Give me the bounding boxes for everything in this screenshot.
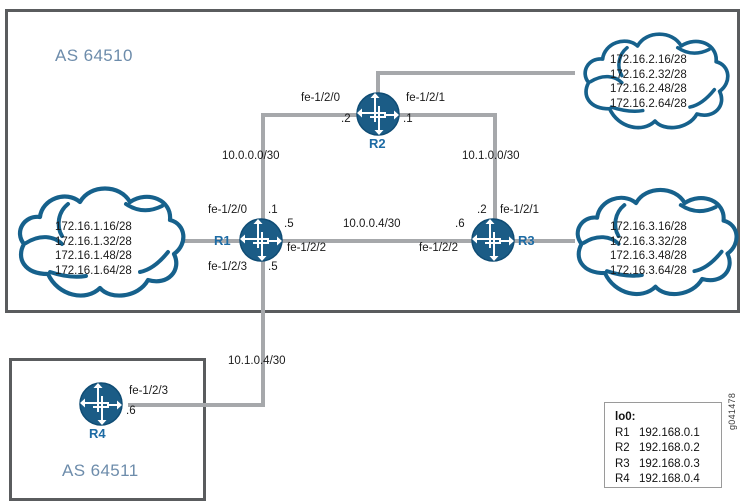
link-r1-r2-horizontal: [261, 113, 359, 117]
link-r2-cloud-horizontal: [376, 71, 575, 75]
link-r2-r3-horizontal: [397, 113, 497, 117]
interface-label-r1-top: fe-1/2/0: [208, 204, 247, 216]
as-boundary-64510: [5, 9, 740, 313]
cloud-top-right-networks: 172.16.2.16/28 172.16.2.32/28 172.16.2.4…: [610, 53, 687, 111]
router-r4-icon[interactable]: [79, 382, 123, 426]
cloud-right-network-4: 172.16.3.64/28: [610, 264, 687, 277]
cloud-top-right-network-1: 172.16.2.16/28: [610, 54, 687, 66]
figure-id-label: g041478: [727, 392, 737, 430]
interface-addr-r1-top: .1: [268, 204, 278, 216]
as-boundary-64511: [9, 358, 206, 501]
cloud-right-networks: 172.16.3.16/28 172.16.3.32/28 172.16.3.4…: [610, 220, 687, 278]
legend-row-r4: R4 192.168.0.4: [615, 472, 700, 488]
interface-addr-r2-left: .2: [341, 113, 351, 125]
link-r2-cloud-vertical: [376, 71, 380, 97]
legend-address-r3: 192.168.0.3: [639, 457, 700, 470]
router-label-r4: R4: [89, 426, 106, 441]
loopback-legend-content: lo0: R1 192.168.0.1 R2 192.168.0.2 R3 192.1…: [615, 410, 700, 488]
legend-title: lo0:: [615, 411, 636, 423]
legend-address-r4: 192.168.0.4: [639, 473, 700, 485]
legend-router-r1: R1: [615, 426, 630, 439]
router-r1-icon[interactable]: [239, 218, 283, 262]
legend-router-r2: R2: [615, 442, 630, 454]
interface-label-r3-left: fe-1/2/2: [419, 242, 458, 254]
link-r3-cloud-right: [513, 239, 575, 243]
interface-addr-r3-left: .6: [455, 218, 465, 230]
subnet-label-r1-r2: 10.0.0.0/30: [222, 150, 280, 162]
cloud-top-right-network-3: 172.16.2.48/28: [610, 83, 687, 95]
link-r1-r2-vertical: [261, 113, 265, 239]
cloud-right-network-1: 172.16.3.16/28: [610, 221, 687, 233]
cloud-left-network-3: 172.16.1.48/28: [55, 250, 132, 262]
link-r1-r4-vertical: [261, 259, 265, 407]
as-label-64511: AS 64511: [62, 461, 139, 480]
router-r3-icon[interactable]: [471, 218, 515, 262]
legend-address-r2: 192.168.0.2: [639, 442, 700, 454]
interface-addr-r4: .6: [126, 405, 136, 417]
router-label-r3: R3: [518, 233, 535, 248]
legend-row-r1: R1 192.168.0.1: [615, 426, 700, 442]
interface-addr-r3-top: .2: [477, 204, 487, 216]
router-label-r1: R1: [214, 233, 231, 248]
legend-router-r4: R4: [615, 473, 630, 485]
loopback-legend-box: lo0: R1 192.168.0.1 R2 192.168.0.2 R3 192.1…: [604, 402, 722, 488]
interface-label-r1-bottom: fe-1/2/3: [208, 261, 247, 273]
cloud-top-right-network-2: 172.16.2.32/28: [610, 68, 687, 81]
interface-label-r4: fe-1/2/3: [129, 385, 168, 397]
cloud-top-right-network-4: 172.16.2.64/28: [610, 97, 687, 110]
link-cloud-left-to-r1: [180, 239, 244, 243]
interface-addr-r1-bottom: .5: [268, 261, 278, 273]
interface-addr-r1-right: .5: [284, 218, 294, 230]
cloud-left-networks: 172.16.1.16/28 172.16.1.32/28 172.16.1.4…: [55, 220, 132, 278]
interface-label-r2-right: fe-1/2/1: [406, 92, 445, 104]
interface-label-r1-right: fe-1/2/2: [287, 242, 326, 254]
subnet-label-r1-r4: 10.1.0.4/30: [228, 355, 286, 367]
subnet-label-r2-r3: 10.1.0.0/30: [462, 150, 520, 162]
cloud-right-network-2: 172.16.3.32/28: [610, 235, 687, 248]
legend-row-r2: R2 192.168.0.2: [615, 441, 700, 457]
cloud-right-network-3: 172.16.3.48/28: [610, 250, 687, 262]
network-cloud-left: [10, 178, 190, 304]
cloud-left-network-2: 172.16.1.32/28: [55, 235, 132, 248]
router-label-r2: R2: [369, 136, 386, 151]
cloud-left-network-1: 172.16.1.16/28: [55, 221, 132, 233]
legend-row-r3: R3 192.168.0.3: [615, 457, 700, 473]
subnet-label-r1-r3: 10.0.0.4/30: [343, 218, 401, 230]
router-r2-icon[interactable]: [356, 92, 400, 136]
link-r1-r4-horizontal: [128, 403, 265, 407]
network-cloud-top-right: [565, 25, 745, 135]
legend-router-r3: R3: [615, 457, 630, 470]
interface-label-r3-top: fe-1/2/1: [500, 204, 539, 216]
cloud-left-network-4: 172.16.1.64/28: [55, 264, 132, 277]
link-r2-r3-vertical: [493, 113, 497, 239]
network-cloud-right: [568, 178, 743, 304]
interface-addr-r2-right: .1: [403, 113, 413, 125]
legend-address-r1: 192.168.0.1: [639, 426, 700, 439]
link-r1-r3: [281, 239, 476, 243]
interface-label-r2-left: fe-1/2/0: [301, 92, 340, 104]
as-label-64510: AS 64510: [55, 46, 133, 65]
